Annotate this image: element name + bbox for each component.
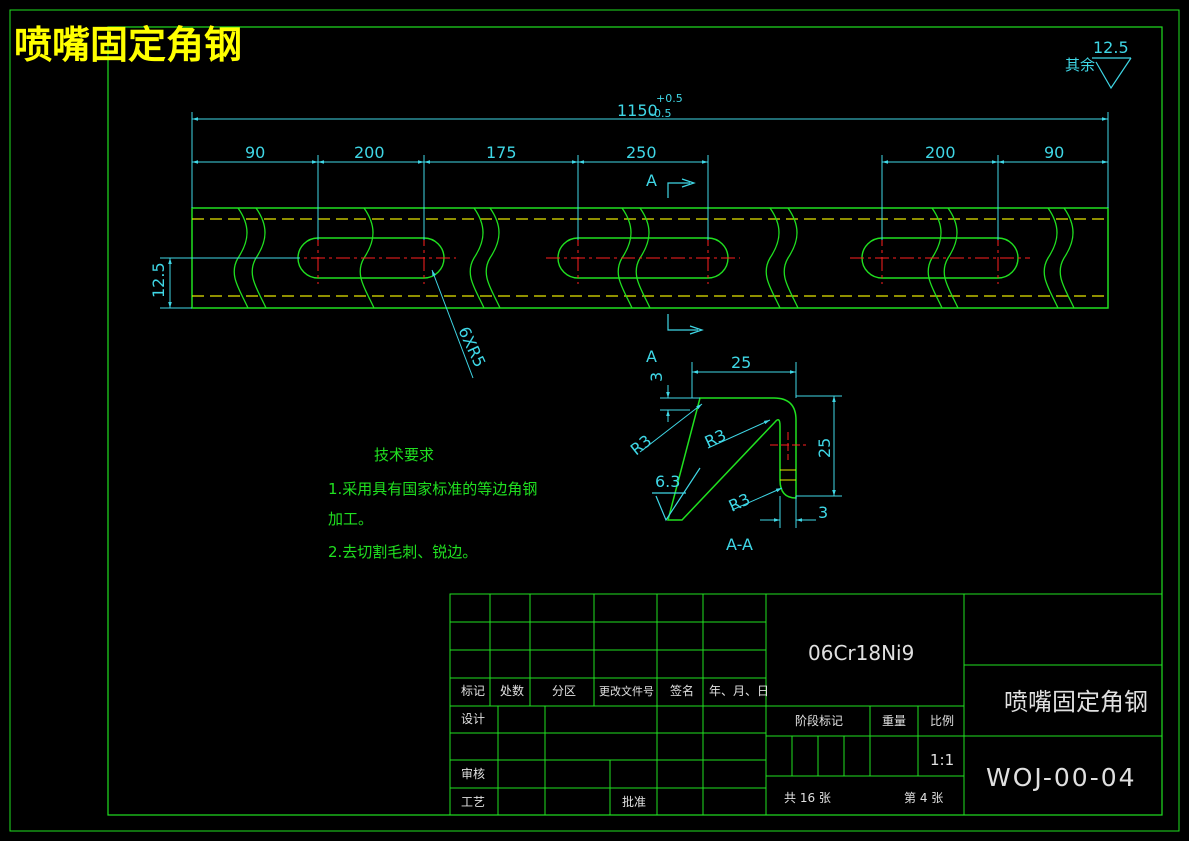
radius-label-3: R3 xyxy=(726,489,753,515)
radius-leader xyxy=(431,269,474,379)
dim-height: 12.5 xyxy=(149,262,168,298)
tb-total-sheets: 共 16 张 xyxy=(784,791,831,805)
dim-overall-upper: +0.5 xyxy=(656,92,683,105)
dim-overall-lower: -0.5 xyxy=(650,107,671,120)
dim-200-right: 200 xyxy=(925,143,956,162)
tb-scale-label: 比例 xyxy=(930,714,954,728)
radius-label-1: R3 xyxy=(627,431,655,459)
tb-check: 审核 xyxy=(461,766,485,781)
tech-line-1: 1.采用具有国家标准的等边角钢 xyxy=(328,480,537,498)
tech-line-3: 2.去切割毛刺、锐边。 xyxy=(328,543,477,561)
tech-heading: 技术要求 xyxy=(374,446,434,464)
radius-leader-2 xyxy=(707,419,771,449)
dim-section-top: 25 xyxy=(731,353,751,372)
section-mark-label: A xyxy=(646,347,657,366)
tb-stage: 阶段标记 xyxy=(795,713,843,728)
section-roughness: 6.3 xyxy=(655,472,680,491)
dim-200-left: 200 xyxy=(354,143,385,162)
tb-drawing-no: WOJ-00-04 xyxy=(986,763,1137,792)
dim-overall: 1150 xyxy=(617,101,658,120)
radius-label-2: R3 xyxy=(702,425,729,451)
radius-leader-1 xyxy=(639,403,703,453)
tb-header-sign: 签名 xyxy=(670,683,694,698)
angle-profile xyxy=(667,397,797,521)
tech-requirements: 技术要求 1.采用具有国家标准的等边角钢 加工。 2.去切割毛刺、锐边。 xyxy=(328,446,537,561)
section-marker-bottom xyxy=(667,314,704,335)
tb-header-mark: 标记 xyxy=(461,684,485,698)
radius-leader-3 xyxy=(731,487,783,511)
tb-weight: 重量 xyxy=(882,714,906,728)
outer-border xyxy=(9,9,1180,832)
tb-material: 06Cr18Ni9 xyxy=(808,641,914,665)
tb-design: 设计 xyxy=(461,712,485,726)
dim-90-left: 90 xyxy=(245,143,265,162)
tech-line-2: 加工。 xyxy=(328,510,373,528)
section-marker-top xyxy=(667,178,696,198)
roughness-value: 12.5 xyxy=(1093,38,1129,57)
tb-part-name: 喷嘴固定角钢 xyxy=(1004,688,1148,716)
tb-header-zone: 分区 xyxy=(552,684,576,698)
dim-90-right: 90 xyxy=(1044,143,1064,162)
roughness-symbol xyxy=(652,467,701,522)
section-mark-top: A xyxy=(646,171,657,190)
dim-250: 250 xyxy=(626,143,657,162)
drawing-title: 喷嘴固定角钢 xyxy=(14,23,242,67)
section-view: 25 25 3 3 A R3 R3 R3 6.3 A-A xyxy=(627,347,842,554)
dim-section-right: 25 xyxy=(815,438,834,458)
dim-section-thick: 3 xyxy=(818,503,828,522)
main-view: 1150 +0.5 -0.5 90 200 175 250 200 90 12.… xyxy=(149,92,1109,379)
centerlines xyxy=(286,232,1030,284)
tb-approve: 批准 xyxy=(622,794,646,809)
tb-header-change: 更改文件号 xyxy=(599,684,654,698)
section-label: A-A xyxy=(726,535,753,554)
extension-lines xyxy=(160,112,1109,309)
roughness-general: 其余 12.5 xyxy=(1065,38,1132,90)
tb-sheet-no: 第 4 张 xyxy=(904,791,943,805)
tb-process: 工艺 xyxy=(461,795,485,809)
title-block-text: 标记 处数 分区 更改文件号 签名 年、月、日 设计 审核 工艺 批准 06Cr… xyxy=(461,641,1148,809)
tb-scale-value: 1:1 xyxy=(930,751,954,769)
roughness-label: 其余 xyxy=(1065,56,1095,74)
dim-175: 175 xyxy=(486,143,517,162)
title-block xyxy=(449,593,1163,816)
tb-header-date: 年、月、日 xyxy=(709,684,769,698)
tb-header-count: 处数 xyxy=(500,683,524,698)
radius-note: 6XR5 xyxy=(454,324,489,370)
dim-section-left: 3 xyxy=(647,372,666,382)
